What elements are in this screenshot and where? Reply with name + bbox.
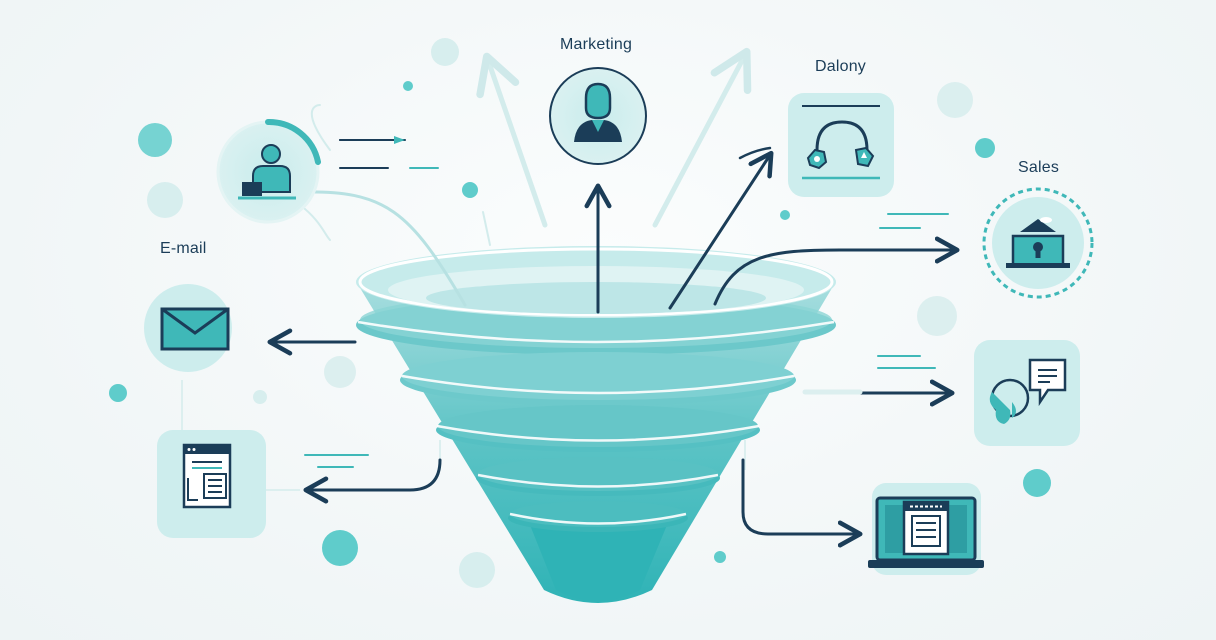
document-icon <box>182 443 232 509</box>
chat-bubble-icon <box>989 358 1067 424</box>
arrow-to-document <box>303 458 442 504</box>
faint-arrows <box>299 47 752 246</box>
node-marketing[interactable] <box>549 67 647 165</box>
laptop-document-icon <box>868 496 984 568</box>
node-person-laptop[interactable] <box>216 118 321 224</box>
label-email: E-mail <box>160 240 207 257</box>
headphones-icon <box>806 120 875 170</box>
person-laptop-icon <box>238 144 296 200</box>
node-laptop[interactable] <box>868 483 984 575</box>
node-chat[interactable] <box>974 340 1080 446</box>
envelope-icon <box>160 307 230 351</box>
label-sales: Sales <box>1018 159 1060 176</box>
person-avatar-icon <box>574 82 622 142</box>
node-sales[interactable] <box>982 187 1094 299</box>
soft-connectors <box>298 190 863 395</box>
node-email[interactable] <box>144 284 232 372</box>
arrow-to-laptop <box>741 458 863 548</box>
funnel <box>356 246 836 603</box>
label-dalony: Dalony <box>815 58 867 75</box>
node-document[interactable] <box>157 430 266 538</box>
small-arrowhead <box>394 136 405 144</box>
node-dalony[interactable] <box>788 93 894 197</box>
arrow-to-sales <box>713 236 960 306</box>
decorative-splashes <box>109 38 1051 588</box>
arrow-to-dalony <box>668 150 774 310</box>
bank-lock-icon <box>1006 217 1070 268</box>
label-marketing: Marketing <box>560 36 633 53</box>
